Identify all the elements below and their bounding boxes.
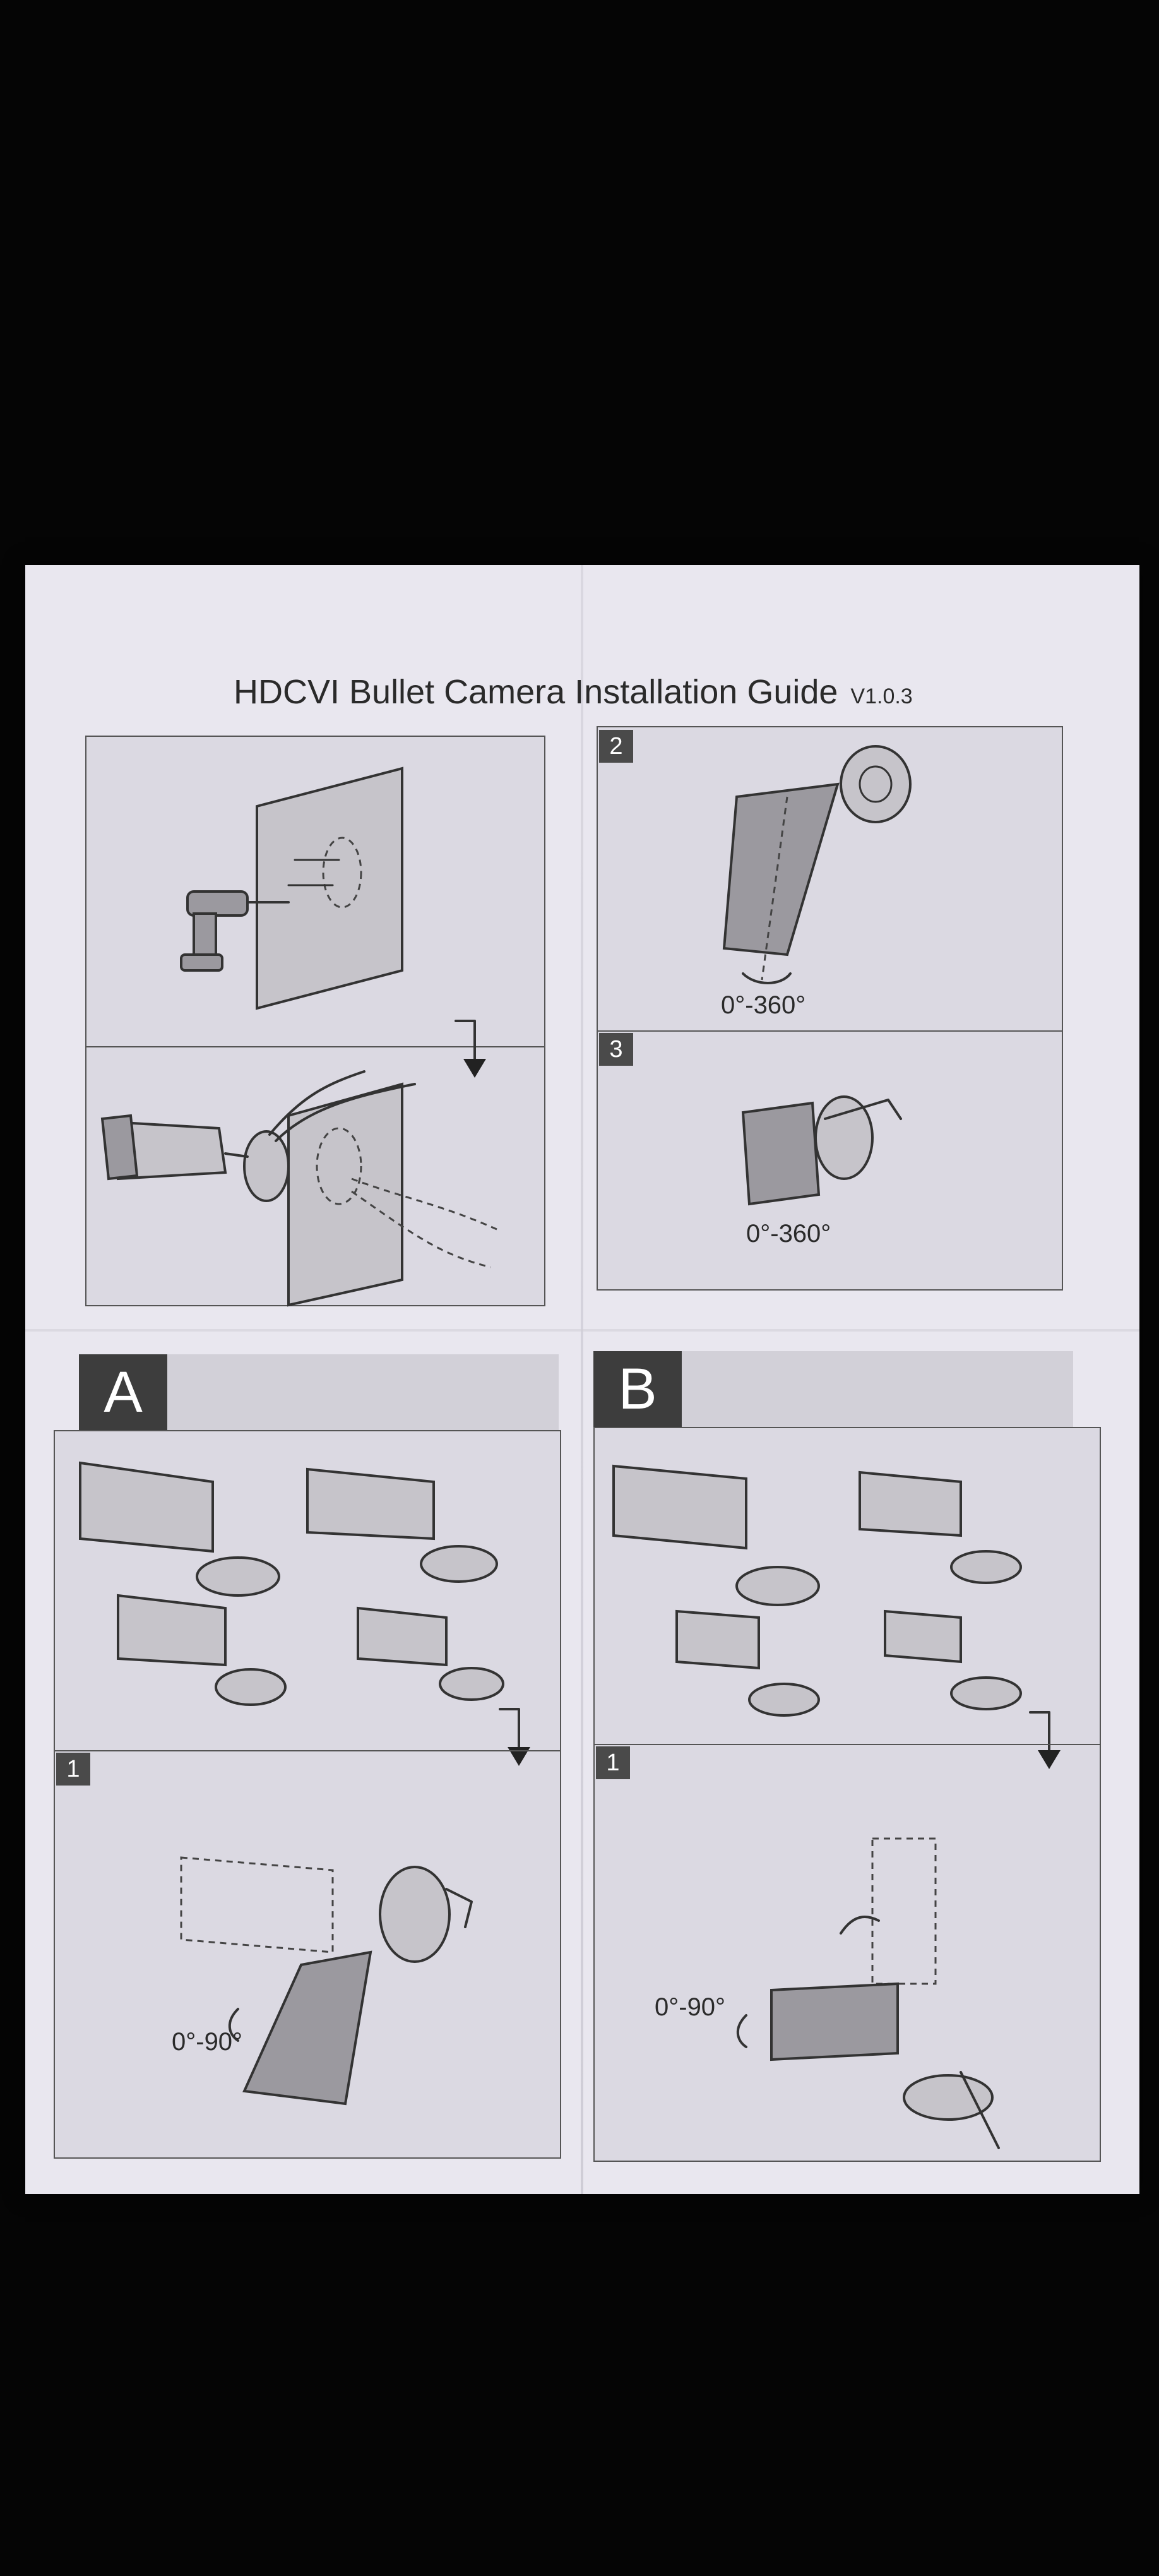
bullet-camera-icon (859, 1470, 1022, 1584)
step-3-badge: 3 (599, 1033, 633, 1066)
step-2-illustration (722, 745, 912, 984)
step-2-rotation-label: 0°-360° (721, 991, 806, 1019)
option-a-camera-variants (79, 1461, 504, 1706)
mounting-bracket-icon (439, 1667, 504, 1701)
mounting-bracket-icon (224, 1130, 290, 1202)
option-a-step-1-illustration (180, 1856, 473, 2106)
option-a-letter: A (79, 1354, 167, 1430)
rotate-arrow-icon (228, 2008, 239, 2042)
rotate-arrow-icon (742, 972, 792, 984)
mounting-bracket-icon (215, 1668, 287, 1706)
bullet-camera-icon (100, 1114, 227, 1181)
bullet-camera-icon (722, 782, 840, 981)
mounting-bracket-icon (420, 1545, 498, 1583)
bullet-camera-icon (306, 1467, 498, 1583)
step-3-illustration (741, 1095, 902, 1206)
rotate-arrow-icon (736, 2014, 747, 2048)
mounting-bracket-icon (379, 1866, 451, 1963)
mounting-bracket-icon (814, 1095, 874, 1180)
option-a-step-badge: 1 (56, 1753, 90, 1786)
bullet-camera-icon (770, 1982, 899, 2061)
panel-mount-wall (85, 736, 545, 1307)
mounting-bracket-icon (950, 1676, 1022, 1710)
panel-divider (55, 1750, 560, 1751)
step-3-rotation-label: 0°-360° (746, 1220, 831, 1248)
bullet-camera-icon (242, 1950, 372, 2106)
guide-version: V1.0.3 (850, 684, 913, 708)
down-arrow-icon (455, 1020, 486, 1078)
down-arrow-icon (499, 1708, 530, 1766)
mounting-bracket-icon (748, 1683, 820, 1717)
option-b-camera-variants (612, 1464, 1022, 1717)
mounting-bracket-icon (903, 2074, 994, 2121)
panel-divider (598, 1030, 1062, 1032)
bullet-camera-icon (79, 1461, 280, 1597)
bullet-camera-icon (871, 1837, 937, 1985)
bullet-camera-icon (357, 1606, 504, 1701)
mounting-bracket-icon (196, 1556, 280, 1597)
down-arrow-icon (1029, 1711, 1061, 1769)
mounting-bracket-icon (840, 745, 912, 823)
vertical-fold-line (581, 565, 583, 2194)
panel-divider (86, 1046, 544, 1047)
step-2-badge: 2 (599, 730, 633, 763)
rotate-arrow-icon (840, 1916, 880, 1935)
hex-key-icon (445, 1888, 473, 1928)
guide-title-text: HDCVI Bullet Camera Installation Guide (234, 673, 838, 711)
option-b-step-1-illustration (736, 1837, 1000, 2149)
option-b-letter: B (593, 1351, 682, 1427)
mounting-bracket-icon (950, 1550, 1022, 1584)
bullet-camera-icon (612, 1464, 820, 1606)
horizontal-fold-line (25, 1329, 1139, 1332)
bullet-camera-icon (741, 1101, 821, 1206)
panel-option-b: 1 0°-90° (593, 1427, 1101, 2162)
option-a-rotation-label: 0°-90° (172, 2028, 243, 2056)
panel-option-a: 1 0°-90° (54, 1430, 561, 2159)
hex-key-icon (824, 1099, 902, 1120)
wall-board-icon (256, 766, 403, 1010)
bullet-camera-icon (180, 1856, 334, 1953)
option-b-rotation-label: 0°-90° (655, 1993, 726, 2021)
mounting-bracket-icon (735, 1566, 820, 1606)
drill-icon (180, 890, 290, 972)
camera-mount-illustration (100, 1070, 497, 1307)
option-b-step-badge: 1 (596, 1746, 630, 1779)
panel-adjust-steps: 2 0°-360° 3 0°-360° (597, 726, 1063, 1291)
drill-illustration (180, 766, 403, 1010)
screwdriver-icon (960, 2071, 1000, 2149)
guide-title: HDCVI Bullet Camera Installation Guide V1… (234, 672, 928, 712)
bullet-camera-icon (117, 1594, 287, 1706)
panel-divider (595, 1744, 1100, 1745)
bullet-camera-icon (884, 1609, 1022, 1710)
instruction-sheet: HDCVI Bullet Camera Installation Guide V1… (25, 565, 1139, 2194)
bullet-camera-icon (675, 1609, 820, 1717)
